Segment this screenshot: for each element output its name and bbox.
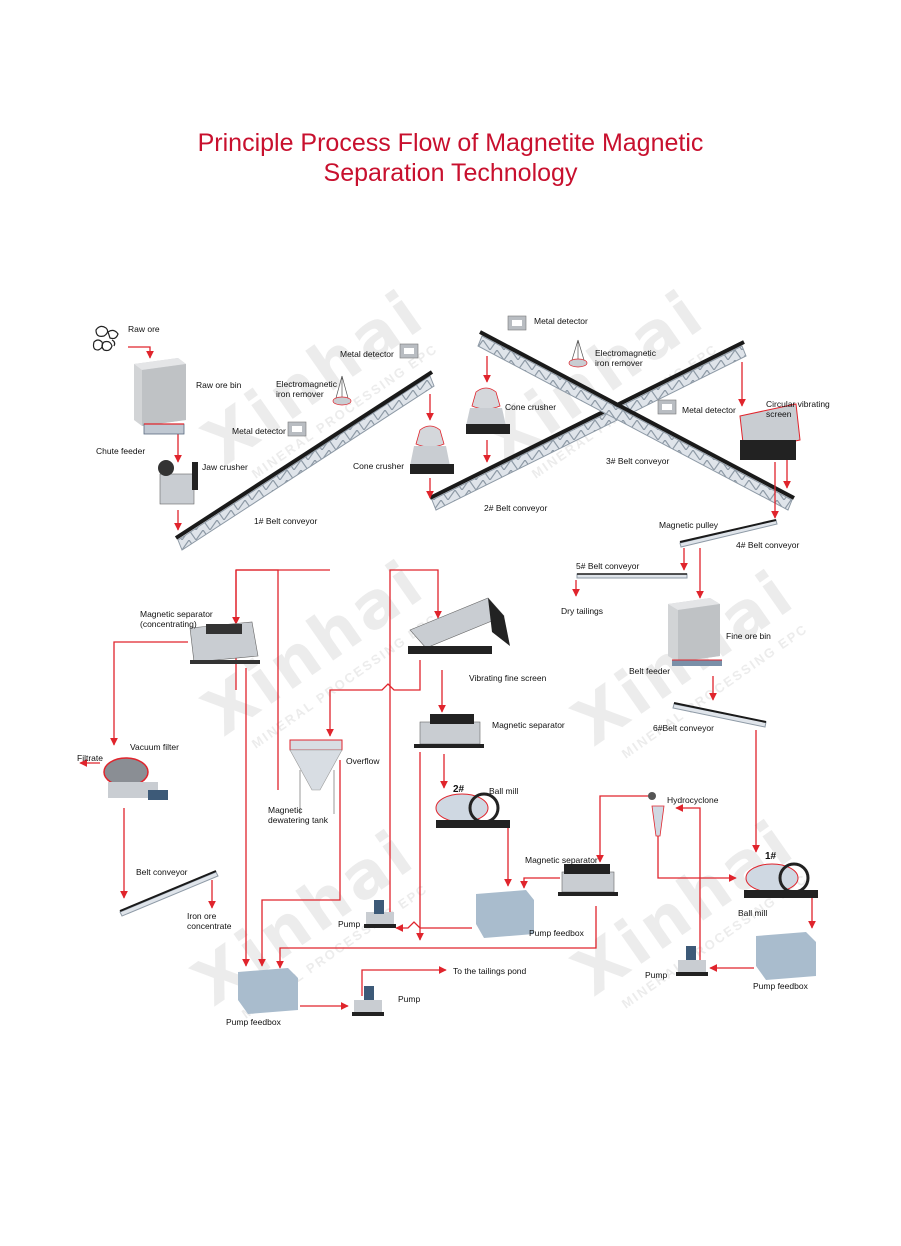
label-hydrocyclone: Hydrocyclone (667, 795, 719, 805)
label-ball-mill-2-number: 2# (453, 784, 465, 795)
label-pump-2: Pump (398, 994, 421, 1004)
belt-conveyor-5 (576, 573, 688, 579)
pump-feedbox-mid (476, 890, 534, 938)
vibrating-fine-screen (408, 597, 510, 654)
label-magnetic-separator-concentrating: Magnetic separator(concentrating) (140, 609, 213, 629)
electromagnetic-iron-remover-1 (332, 375, 352, 406)
magnetic-dewatering-tank (289, 739, 343, 814)
label-dry-tailings: Dry tailings (561, 606, 604, 616)
label-belt-conveyor-1: 1# Belt conveyor (254, 516, 318, 526)
label-magnetic-separator-3: Magnetic separator (525, 855, 598, 865)
label-metal-detector-4: Metal detector (682, 405, 736, 415)
label-metal-detector-2: Metal detector (232, 426, 286, 436)
label-pump-feedbox-mid: Pump feedbox (529, 928, 584, 938)
label-chute-feeder: Chute feeder (96, 446, 146, 456)
ball-mill-1 (744, 862, 818, 898)
label-raw-ore-bin: Raw ore bin (196, 380, 242, 390)
magnetic-separator-2 (414, 714, 484, 748)
label-vibrating-fine-screen: Vibrating fine screen (469, 673, 547, 683)
belt-conveyor-final (119, 870, 219, 917)
magnetic-separator-concentrating (189, 621, 260, 664)
metal-detector-1 (399, 343, 419, 359)
pump-2 (352, 986, 384, 1016)
label-to-tailings-pond: To the tailings pond (453, 966, 527, 976)
label-ball-mill-1: Ball mill (738, 908, 768, 918)
electromagnetic-iron-remover-2 (568, 339, 588, 368)
belt-conveyor-2 (429, 340, 747, 511)
label-jaw-crusher: Jaw crusher (202, 462, 248, 472)
label-pump-3: Pump (645, 970, 668, 980)
belt-conveyor-1 (174, 370, 435, 551)
label-ball-mill-1-number: 1# (765, 851, 777, 862)
belt-conveyor-3 (477, 330, 795, 511)
label-fine-ore-bin: Fine ore bin (726, 631, 771, 641)
hydrocyclone (648, 792, 665, 837)
label-belt-conveyor-2: 2# Belt conveyor (484, 503, 548, 513)
label-metal-detector-1: Metal detector (340, 349, 394, 359)
title-line-2: Separation Technology (323, 159, 578, 187)
cone-crusher-1 (410, 425, 454, 474)
circular-vibrating-screen (739, 403, 801, 460)
label-vacuum-filter: Vacuum filter (130, 742, 179, 752)
label-pump-1: Pump (338, 919, 361, 929)
flow-lines (79, 346, 816, 1010)
pump-3 (676, 946, 708, 976)
belt-conveyor-4 (679, 519, 778, 548)
label-metal-detector-3: Metal detector (534, 316, 588, 326)
belt-conveyor-6 (672, 702, 767, 728)
magnetic-separator-3 (558, 864, 618, 896)
label-magnetic-separator-2: Magnetic separator (492, 720, 565, 730)
pump-1 (364, 900, 396, 928)
belt-feeder (672, 659, 722, 666)
title-line-1: Principle Process Flow of Magnetite Magn… (197, 129, 704, 157)
label-belt-conveyor-6: 6#Belt conveyor (653, 723, 714, 733)
fine-ore-bin (668, 598, 720, 662)
label-cone-crusher-1: Cone crusher (353, 461, 405, 471)
label-cone-crusher-2: Cone crusher (505, 402, 557, 412)
label-belt-conveyor-5: 5# Belt conveyor (576, 561, 640, 571)
label-overflow: Overflow (346, 756, 380, 766)
metal-detector-2 (287, 421, 307, 437)
label-belt-conveyor-3: 3# Belt conveyor (606, 456, 670, 466)
label-belt-conveyor-final: Belt conveyor (136, 867, 188, 877)
chute-feeder (143, 423, 185, 435)
metal-detector-3 (507, 315, 527, 331)
raw-ore-bin (134, 358, 186, 426)
pump-feedbox-left (238, 968, 298, 1014)
jaw-crusher (158, 460, 198, 505)
label-pump-feedbox-right: Pump feedbox (753, 981, 808, 991)
label-magnetic-pulley: Magnetic pulley (659, 520, 719, 530)
label-filtrate: Filtrate (77, 753, 103, 763)
label-raw-ore: Raw ore (128, 324, 160, 334)
label-belt-conveyor-4: 4# Belt conveyor (736, 540, 800, 550)
label-belt-feeder: Belt feeder (629, 666, 671, 676)
ball-mill-2 (435, 792, 510, 828)
label-ball-mill-2: Ball mill (489, 786, 519, 796)
raw-ore-icon (92, 325, 119, 352)
pump-feedbox-right (756, 932, 816, 980)
vacuum-filter (103, 757, 168, 800)
label-pump-feedbox-left: Pump feedbox (226, 1017, 281, 1027)
metal-detector-4 (657, 399, 677, 415)
cone-crusher-2 (466, 387, 510, 434)
diagram-title: Principle Process Flow of Magnetite Magn… (0, 128, 901, 188)
